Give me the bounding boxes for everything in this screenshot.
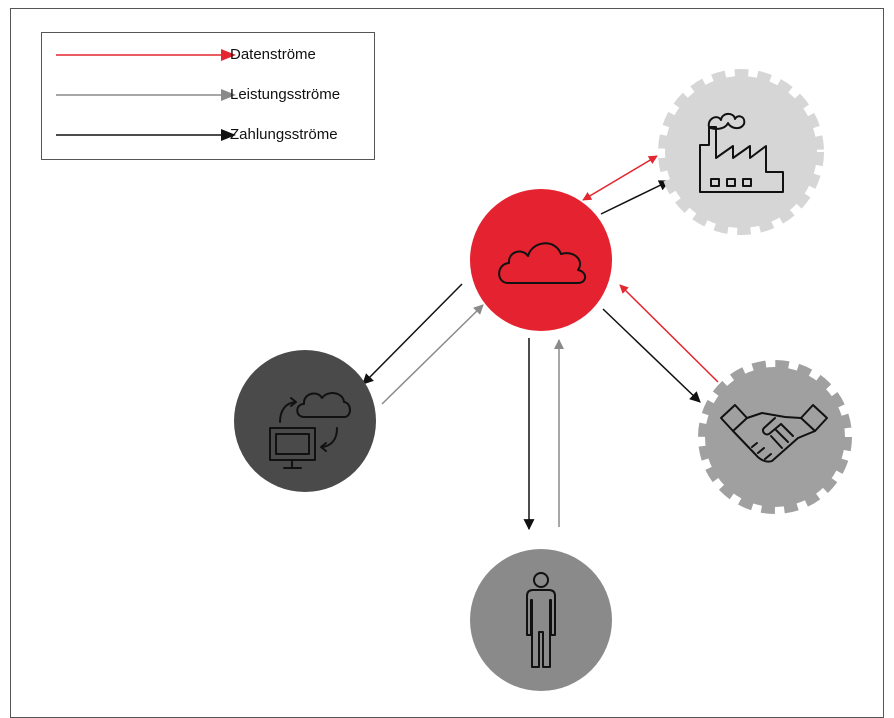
person-icon	[526, 572, 556, 668]
computer-node	[234, 350, 376, 492]
computer-cloud-sync-icon	[269, 392, 351, 469]
legend-label-service-flows: Leistungsströme	[230, 86, 341, 103]
legend-label-payment-flows: Zahlungsströme	[230, 126, 338, 143]
data-flow-hub-factory-arrow	[582, 155, 658, 201]
red-arrow-icon	[56, 49, 236, 61]
service-flow-computer-to-hub-arrow	[381, 304, 484, 405]
payment-flow-hub-to-factory-arrow	[600, 180, 670, 215]
black-arrow-icon	[56, 129, 236, 141]
handshake-icon	[720, 404, 828, 463]
legend-item-data-flows: Datenströme	[42, 45, 374, 65]
legend-label-data-flows: Datenströme	[230, 46, 316, 63]
factory-icon	[699, 112, 784, 193]
person-node	[470, 549, 612, 691]
data-flow-handshake-to-hub-arrow	[619, 284, 719, 383]
cloud-hub-node	[470, 189, 612, 331]
payment-flow-hub-to-computer-arrow	[362, 283, 463, 385]
cloud-icon	[498, 242, 587, 284]
handshake-node	[698, 360, 852, 514]
legend-item-payment-flows: Zahlungsströme	[42, 125, 374, 145]
legend-item-service-flows: Leistungsströme	[42, 85, 374, 105]
legend: Datenströme Leistungsströme Zahlungsströ…	[41, 32, 375, 160]
factory-node	[658, 69, 824, 235]
flow-arrows	[362, 155, 719, 531]
gray-arrow-icon	[56, 89, 236, 101]
payment-flow-hub-to-handshake-arrow	[602, 308, 701, 403]
